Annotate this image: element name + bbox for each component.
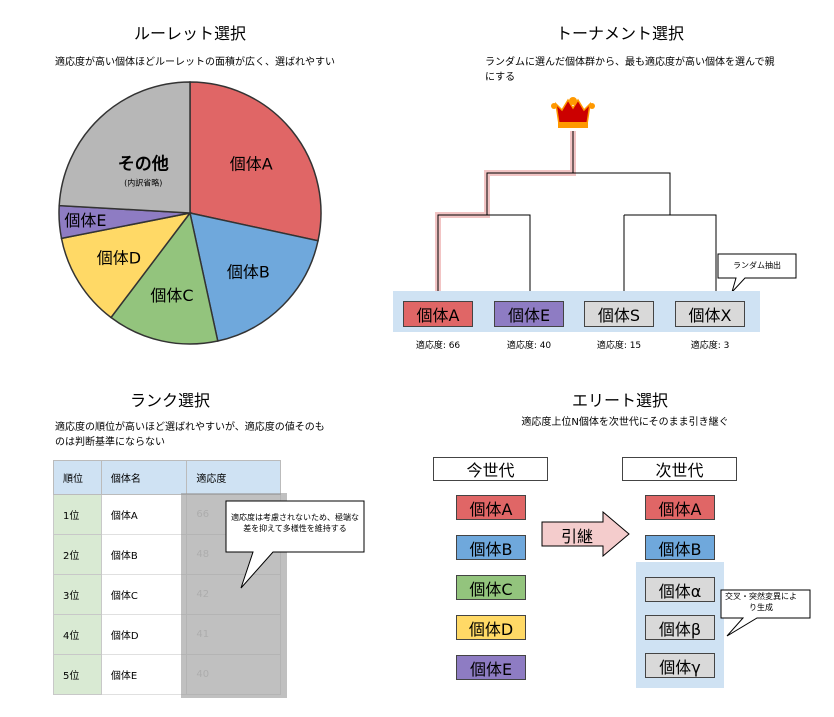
pie-slice-label: 個体D xyxy=(97,248,141,267)
name-cell: 個体B xyxy=(100,534,188,575)
pie-slice xyxy=(60,211,192,319)
individual-box: 個体α xyxy=(645,577,715,602)
contestant-box: 個体A xyxy=(403,301,473,327)
random-note-text: ランダム抽出 xyxy=(733,261,781,270)
pie-slice-label: 個体A xyxy=(230,155,273,174)
rank-cell: 2位 xyxy=(53,534,102,575)
pie-slice-label: 個体B xyxy=(227,262,270,281)
contestant-fitness: 適応度: 3 xyxy=(690,341,730,351)
inherit-arrow xyxy=(541,511,630,557)
tournament-description: ランダムに選んだ個体群から、最も適応度が高い個体を選んで親にする xyxy=(485,57,775,83)
individual-box: 個体B xyxy=(645,535,715,560)
name-cell: 個体D xyxy=(100,614,188,655)
next-gen-label: 次世代 xyxy=(622,457,737,481)
tournament-bracket xyxy=(435,97,797,300)
inherit-arrow-label: 引継 xyxy=(560,527,593,546)
random-note-callout xyxy=(717,253,797,293)
rank-title: ランク選択 xyxy=(129,391,210,410)
rank-cell: 3位 xyxy=(53,574,102,615)
roulette-description: 適応度が高い個体ほどルーレットの面積が広く、選ばれやすい xyxy=(55,57,335,68)
tournament-title: トーナメント選択 xyxy=(555,24,684,43)
header-name: 個体名 xyxy=(100,460,188,495)
pie-slice xyxy=(109,211,219,345)
name-cell: 個体A xyxy=(100,494,188,535)
rank-note-callout xyxy=(225,500,365,589)
name-cell: 個体E xyxy=(100,654,188,695)
individual-box: 個体A xyxy=(456,495,526,520)
roulette-title: ルーレット選択 xyxy=(133,24,246,43)
contestant-fitness: 適応度: 66 xyxy=(415,341,461,351)
individual-box: 個体β xyxy=(645,615,715,640)
roulette-pie-chart: 個体A 個体B 個体C 個体D 個体E その他 (内訳省略) xyxy=(58,81,322,345)
pie-slice xyxy=(189,81,322,242)
pie-slice xyxy=(58,81,191,214)
contestant-box: 個体X xyxy=(675,301,745,327)
name-cell: 個体C xyxy=(100,574,188,615)
rank-description: 適応度の順位が高いほど選ばれやすいが、適応度の値そのものは判断基準にならない xyxy=(55,422,325,448)
individual-box: 個体C xyxy=(456,575,526,600)
new-note-text: 交叉・突然変異により生成 xyxy=(725,592,797,612)
header-fitness: 適応度 xyxy=(186,460,281,495)
current-gen-label: 今世代 xyxy=(433,457,548,481)
individual-box: 個体γ xyxy=(645,653,715,678)
pie-slice xyxy=(189,212,319,342)
pie-slice-label: その他 xyxy=(118,153,169,174)
contestant-fitness: 適応度: 15 xyxy=(596,341,642,351)
rank-cell: 5位 xyxy=(53,654,102,695)
pie-slice-label: 個体C xyxy=(150,286,193,305)
individual-box: 個体B xyxy=(456,535,526,560)
rank-note-text: 適応度は考慮されないため、極端な差を抑えて多様性を維持する xyxy=(231,513,359,533)
individual-box: 個体D xyxy=(456,615,526,640)
pie-slice-label: 個体E xyxy=(64,211,106,230)
individual-box: 個体E xyxy=(456,655,526,680)
header-rank: 順位 xyxy=(53,460,102,495)
rank-cell: 4位 xyxy=(53,614,102,655)
contestant-fitness: 適応度: 40 xyxy=(506,341,552,351)
contestant-box: 個体E xyxy=(494,301,564,327)
rank-cell: 1位 xyxy=(53,494,102,535)
elite-title: エリート選択 xyxy=(571,391,668,410)
pie-slice-sublabel: (内訳省略) xyxy=(124,177,162,187)
elite-description: 適応度上位N個体を次世代にそのまま引き継ぐ xyxy=(521,417,729,428)
individual-box: 個体A xyxy=(645,495,715,520)
contestant-box: 個体S xyxy=(584,301,654,327)
crown-icon xyxy=(551,97,595,128)
rank-table-header: 順位 個体名 適応度 xyxy=(53,460,281,495)
new-note-callout xyxy=(720,589,811,637)
